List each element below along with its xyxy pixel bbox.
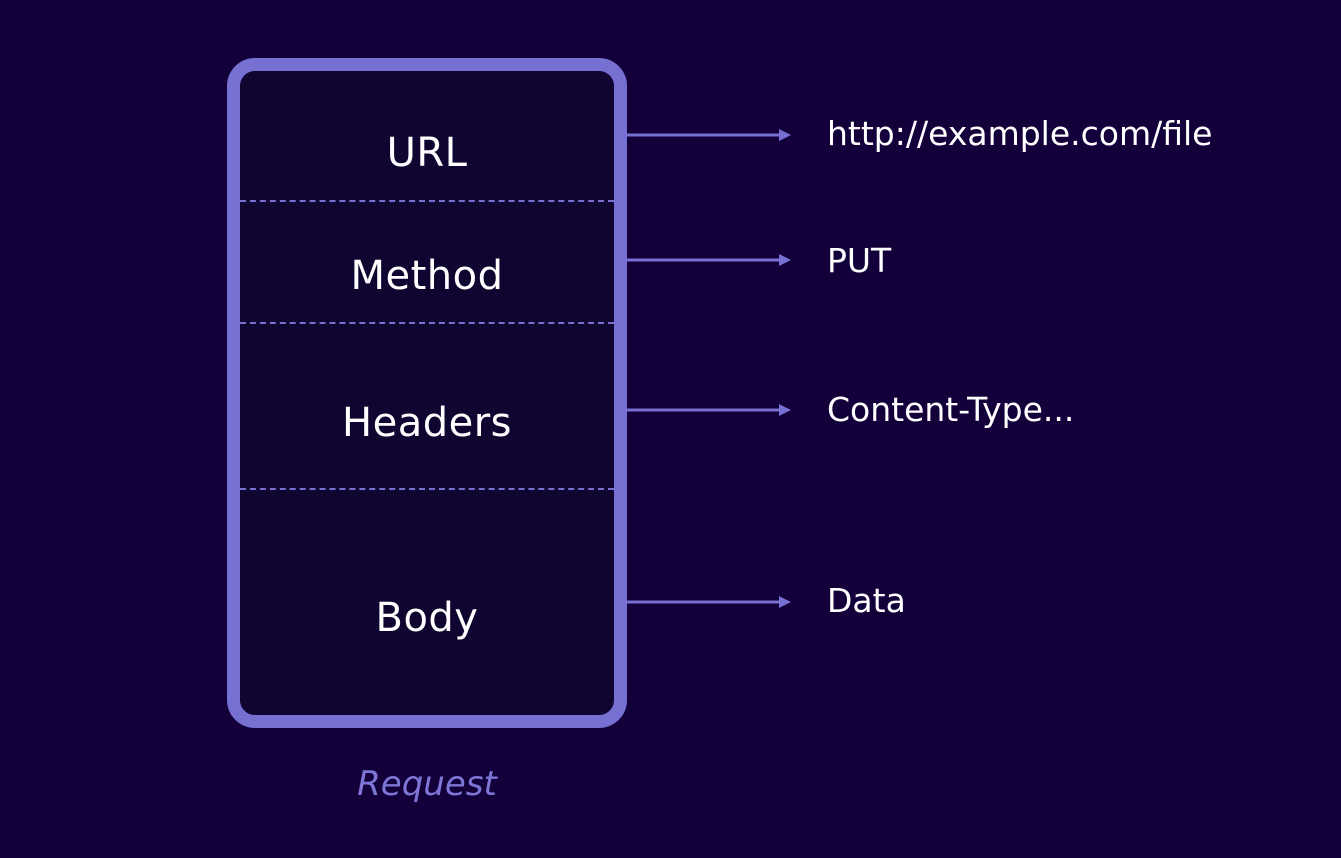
- divider-method-headers: [240, 322, 614, 324]
- field-value-body: Data: [827, 581, 906, 620]
- arrow-body: [627, 596, 791, 608]
- request-box: URL Method Headers Body: [227, 58, 627, 728]
- diagram-caption: Request: [357, 764, 497, 804]
- divider-url-method: [240, 200, 614, 202]
- field-value-method: PUT: [827, 241, 892, 280]
- arrow-url: [627, 129, 791, 141]
- field-label-method: Method: [350, 253, 504, 299]
- field-label-body: Body: [375, 595, 479, 641]
- field-label-headers: Headers: [342, 400, 512, 446]
- divider-headers-body: [240, 488, 614, 490]
- field-label-url: URL: [386, 130, 468, 176]
- arrow-headers: [627, 404, 791, 416]
- field-value-url: http://example.com/file: [827, 114, 1213, 153]
- arrow-method: [627, 254, 791, 266]
- field-value-headers: Content-Type...: [827, 390, 1075, 429]
